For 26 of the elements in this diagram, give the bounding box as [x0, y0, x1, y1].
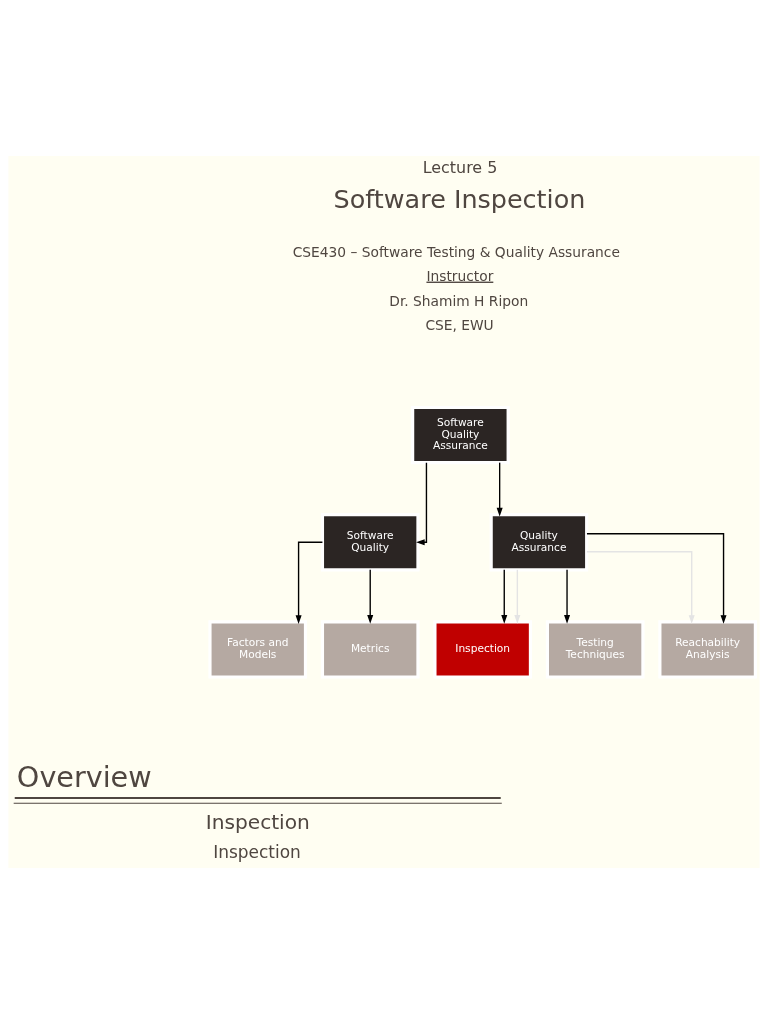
arrow [564, 569, 571, 624]
node-box: Testing Techniques [545, 620, 645, 679]
node-box: Software Quality Assurance [411, 405, 510, 465]
node-box: Software Quality [320, 513, 420, 572]
node-box: Reachability Analysis [658, 620, 757, 679]
label: Inspection [205, 809, 310, 834]
node-box: Quality Assurance [489, 513, 589, 572]
label: Inspection [213, 842, 301, 863]
node-box: Metrics [320, 620, 420, 679]
arrow [367, 569, 374, 624]
label: CSE430 – Software Testing & Quality Assurance [292, 244, 620, 261]
arrow [496, 462, 503, 517]
arrow [501, 569, 508, 624]
label: Software Inspection [333, 184, 586, 215]
label: Overview [16, 759, 152, 794]
label: Instructor [426, 267, 494, 284]
node-box: Inspection [433, 620, 532, 679]
arrow [514, 569, 521, 624]
arrow [586, 551, 695, 624]
label: Dr. Shamim H Ripon [389, 293, 529, 310]
arrow [586, 533, 727, 624]
label: CSE, EWU [425, 317, 494, 334]
arrow [295, 541, 324, 624]
arrow [416, 462, 428, 546]
label: Lecture 5 [422, 157, 498, 177]
node-box: Factors and Models [208, 620, 308, 679]
